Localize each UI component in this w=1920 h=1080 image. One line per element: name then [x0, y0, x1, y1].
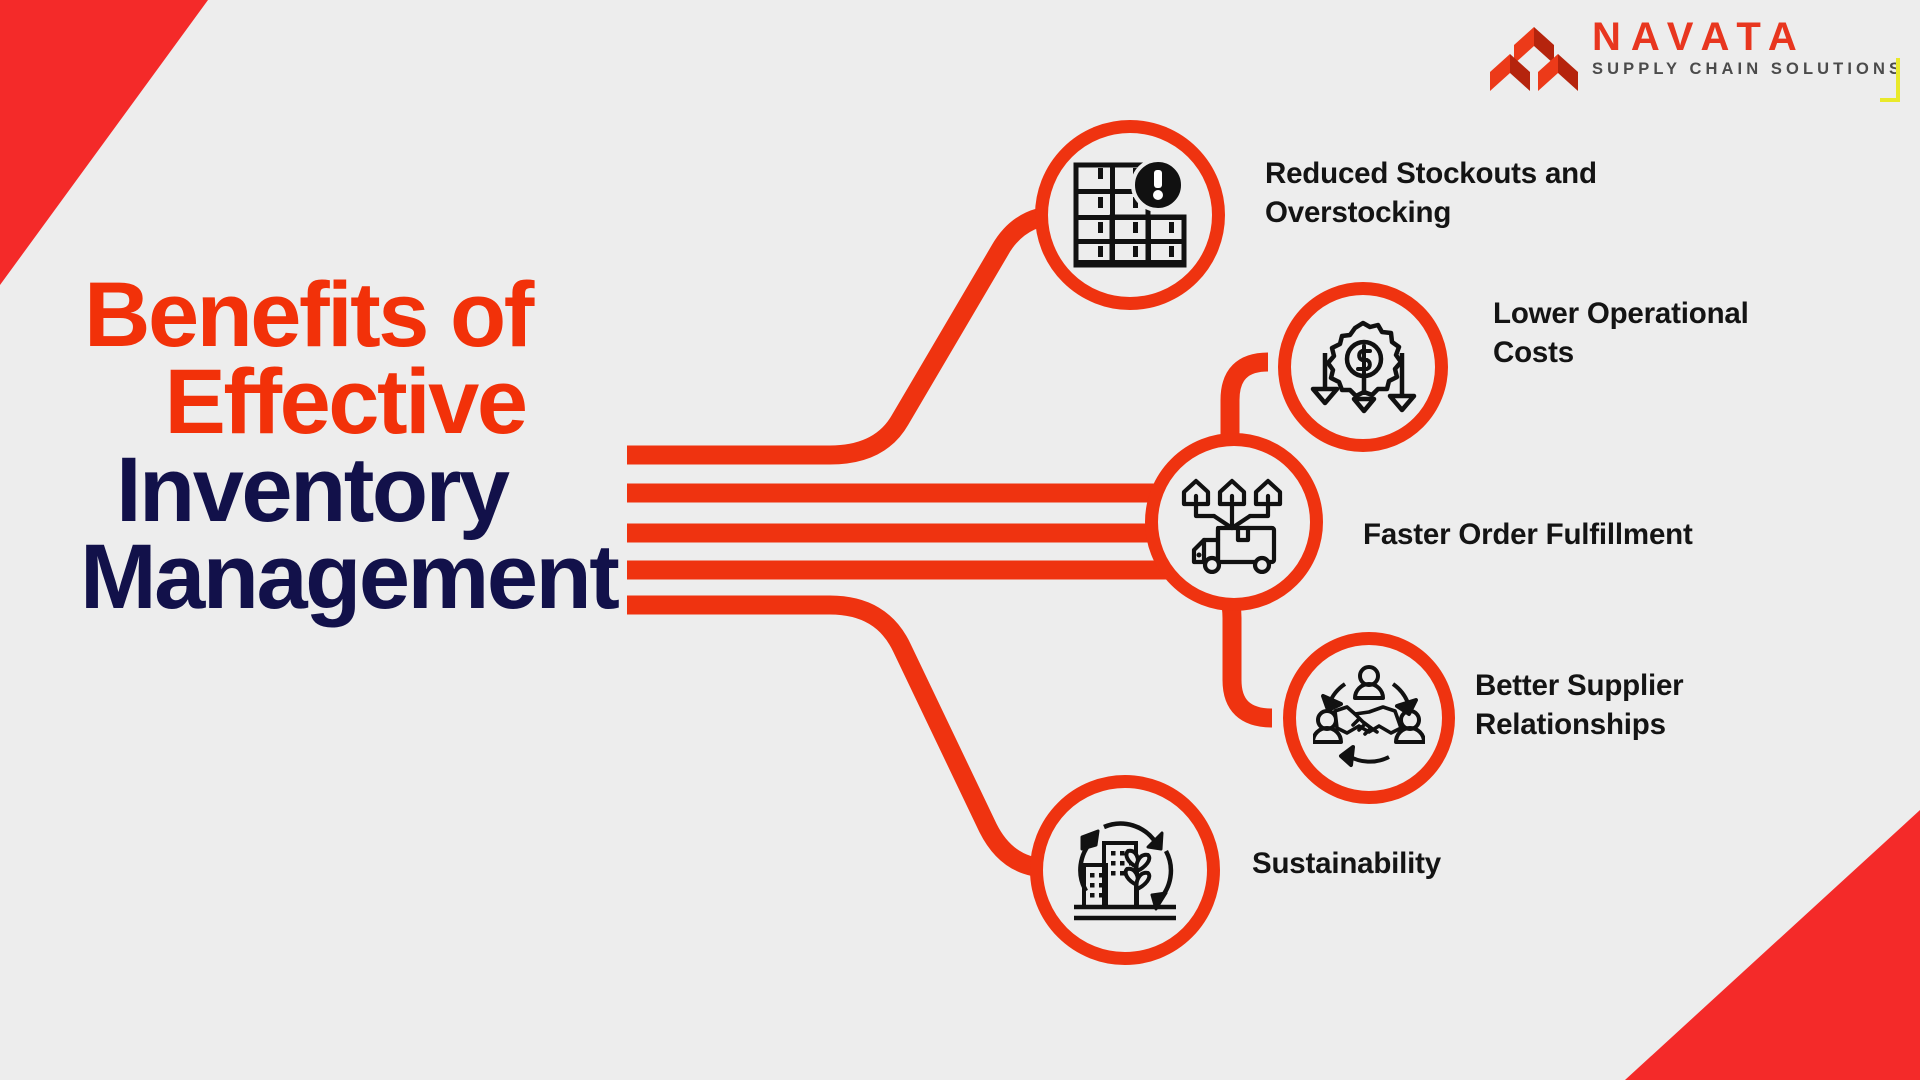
logo-tagline: SUPPLY CHAIN SOLUTIONS — [1592, 60, 1905, 78]
top-left-corner-accent — [0, 0, 208, 285]
wire-to-sustainability — [627, 595, 1049, 878]
title-line-4: Management — [80, 526, 620, 629]
bottom-right-corner-accent — [1625, 810, 1920, 1080]
label-line-1: Faster Order Fulfillment — [1363, 518, 1693, 551]
label-line-1: Better Supplier — [1475, 669, 1684, 702]
label-line-1: Sustainability — [1252, 847, 1441, 880]
gear-dollar-down-arrows-icon — [1278, 282, 1448, 452]
logo-wordmark: NAVATA — [1592, 15, 1807, 59]
logo-yellow-bracket — [1880, 58, 1900, 102]
handshake-people-cycle-icon — [1283, 632, 1455, 804]
label-line-2: Relationships — [1475, 707, 1666, 741]
wire-to-supplier-relationships — [627, 560, 1273, 728]
delivery-truck-houses-icon — [1145, 433, 1323, 611]
navata-chevron-blocks-icon — [1488, 22, 1584, 92]
warehouse-shelf-alert-icon — [1035, 120, 1225, 310]
benefit-label-faster-fulfillment: Faster Order Fulfillment — [1363, 516, 1883, 555]
label-line-1: Lower Operational — [1493, 297, 1749, 330]
benefit-label-reduced-stockouts: Reduced Stockouts and Overstocking — [1265, 155, 1735, 233]
label-line-2: Overstocking — [1265, 195, 1452, 229]
title-line-3: Inventory — [116, 438, 510, 541]
navata-logo[interactable]: NAVATA SUPPLY CHAIN SOLUTIONS — [1488, 12, 1905, 102]
benefit-label-sustainability: Sustainability — [1252, 845, 1652, 884]
green-buildings-recycle-icon — [1030, 775, 1220, 965]
title-line-1: Benefits of — [84, 264, 534, 366]
title-line-2: Effective — [164, 351, 529, 454]
benefit-label-lower-costs: Lower Operational Costs — [1493, 295, 1913, 373]
label-line-2: Costs — [1493, 335, 1574, 369]
label-line-1: Reduced Stockouts and — [1265, 157, 1597, 190]
wire-to-reduced-stockouts — [627, 205, 1061, 465]
page-title: Benefits of Effective Inventory Manageme… — [80, 264, 670, 629]
benefit-label-supplier-relationships: Better Supplier Relationships — [1475, 667, 1905, 745]
